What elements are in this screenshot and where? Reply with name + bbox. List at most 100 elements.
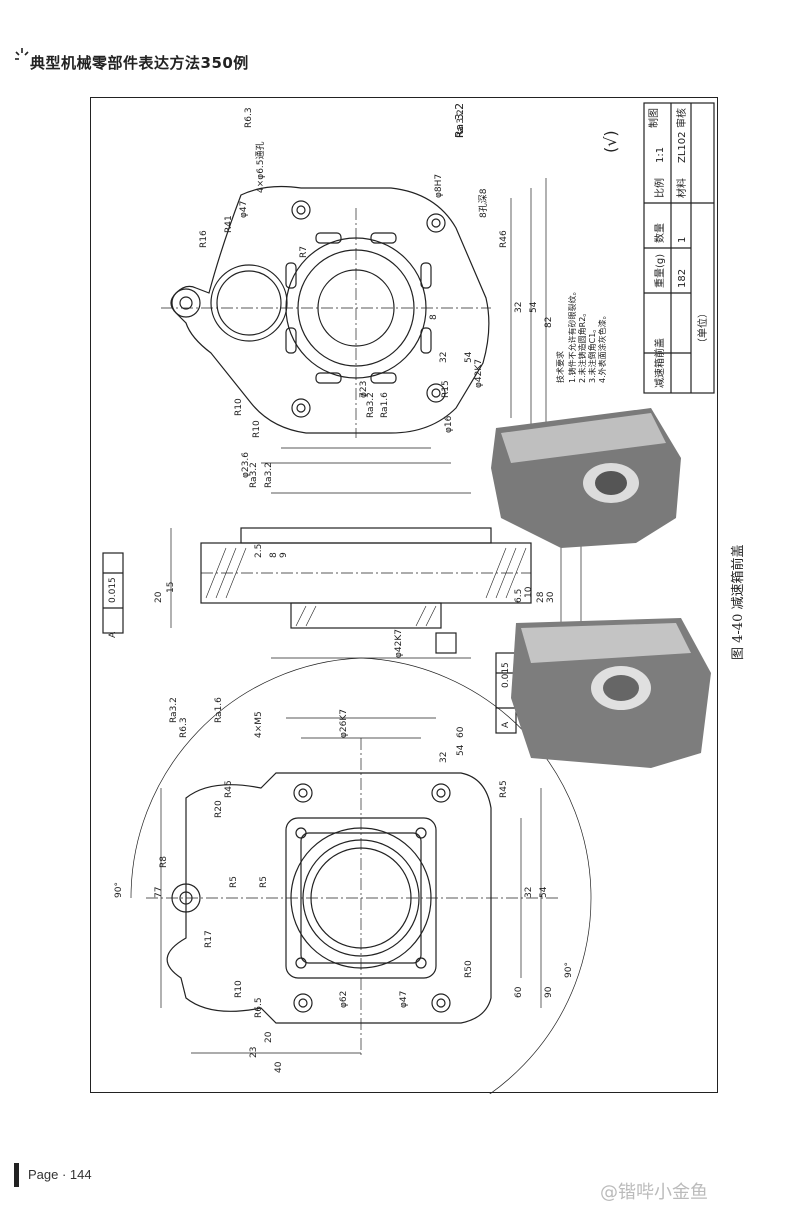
top-view-dims-label: R46: [499, 230, 509, 248]
figure-caption-outer: 图 4-40 减速箱前盖: [728, 470, 748, 670]
ratio-value: 1:1: [655, 147, 666, 163]
drawing-sheet: 减速箱前盖 比例 1:1 材料 ZL102 数量 1 重量(g) 182 （单位…: [90, 97, 718, 1139]
technical-drawing: [102, 102, 715, 1139]
top-view: [161, 178, 547, 464]
top-view-dims-label: 8孔深8: [478, 188, 489, 218]
front-view-dims-label: R8: [159, 856, 169, 868]
section-view-dims-label: 15: [166, 582, 176, 593]
tech-req-1: 1.铸件不允许有砂眼裂纹。: [567, 287, 577, 383]
front-view-dims-label: R6.3: [179, 717, 189, 738]
section-view-dims-label: φ42K7: [474, 359, 484, 388]
front-view-dims-label: 60: [514, 986, 524, 998]
top-view-dims-label: φ47: [239, 201, 249, 218]
part-name: 减速箱前盖: [653, 338, 666, 388]
footer-bar: [14, 1163, 19, 1187]
section-view-dims-label: Ra3.2: [264, 462, 274, 488]
front-view-dims-label: 32: [524, 887, 534, 898]
front-view-dims-label: φ62: [339, 991, 349, 1008]
top-view-dims-label: 7: [359, 392, 369, 398]
section-view-dims-label: 10: [524, 586, 534, 598]
front-view-dims-label: R6.5: [254, 997, 264, 1018]
section-view-dims-label: Ra1.6: [214, 697, 224, 723]
front-view-dims-label: 60: [456, 726, 466, 738]
tech-req-4: 4.外表面涂灰色漆。: [597, 311, 607, 383]
front-view-dims-label: 90: [544, 986, 554, 998]
drawn-label: 制图: [647, 108, 660, 128]
front-view-dims-label: R45: [499, 780, 509, 798]
section-view-dims-label: 0.015: [108, 577, 118, 603]
top-view-dims-label: R6.3: [244, 107, 254, 128]
front-view-dims-label: R5: [259, 876, 269, 888]
top-view-dims-label: 32: [514, 302, 524, 313]
top-view-dims-label: 54: [529, 301, 539, 313]
top-view-dims-label: R15: [441, 380, 451, 398]
figure-caption-text: 图 4-40 减速箱前盖: [730, 545, 746, 660]
top-view-dims-label: Ra 3.2: [456, 109, 466, 138]
top-view-dims-label: 82: [544, 317, 554, 328]
quantity-value: 1: [677, 237, 688, 243]
section-view-dims-label: A: [108, 631, 118, 638]
front-view-dims-label: 40: [274, 1061, 284, 1073]
burst-icon: [15, 48, 29, 60]
front-view-dims-label: 54: [539, 886, 549, 898]
material-label: 材料: [675, 178, 688, 198]
unit-label: （单位）: [696, 308, 709, 348]
front-view-dims-label: 90°: [564, 962, 574, 978]
front-view-dims-label: 32: [439, 752, 449, 763]
top-view-dims-label: R10: [252, 420, 262, 438]
ratio-label: 比例: [653, 178, 666, 198]
tech-req-3: 3.未注倒角C1。: [587, 325, 597, 383]
section-view-dims-label: 28: [536, 591, 546, 603]
section-view-dims-label: 6.5: [514, 589, 524, 603]
section-view-dims-label: φ26K7: [339, 709, 349, 738]
iso-render-1: [491, 408, 681, 548]
front-view-dims-label: 20: [264, 1031, 274, 1043]
section-view-dims-label: Ra3.2: [249, 462, 259, 488]
front-view-dims-label: 90°: [114, 882, 124, 898]
material-value: ZL102: [677, 131, 688, 163]
drawing-labels: 减速箱前盖 比例 1:1 材料 ZL102 数量 1 重量(g) 182 （单位…: [108, 103, 709, 1073]
tech-req-2: 2.未注铸造圆角R2。: [577, 309, 587, 383]
top-view-dims-label: R10: [234, 398, 244, 416]
top-view-dims-label: 32: [439, 352, 449, 363]
top-view-dims-label: φ16: [444, 415, 454, 433]
front-view-dims-label: R5: [229, 876, 239, 888]
top-view-dims-label: 8: [429, 314, 439, 320]
section-view-dims-label: φ23.6: [241, 452, 251, 478]
top-view-dims-label: R16: [199, 230, 209, 248]
section-view-dims-label: Ra3.2: [366, 392, 376, 418]
front-view-dims-label: 4×M5: [254, 711, 264, 738]
top-view-dims-label: 54: [464, 351, 474, 363]
section-view-dims-label: 8: [269, 552, 279, 558]
title-block-frame: [643, 102, 715, 394]
front-view-dims-label: R50: [464, 960, 474, 978]
section-view-dims-label: A: [501, 721, 511, 728]
book-title: 典型机械零部件表达方法350例: [30, 54, 249, 72]
front-view-dims-label: R45: [224, 780, 234, 798]
front-view-dims-label: 23: [249, 1047, 259, 1058]
iso-render-2: [511, 618, 711, 768]
section-view-dims-label: φ23: [359, 381, 369, 398]
front-view-dims-label: R17: [204, 930, 214, 948]
page-header: 典型机械零部件表达方法350例: [14, 40, 414, 80]
weight-label: 重量(g): [653, 254, 666, 288]
front-view-dims-label: 54: [456, 744, 466, 756]
front-view-dims-label: R20: [214, 800, 224, 818]
tech-req-title: 技术要求: [555, 351, 565, 383]
section-view-dims-label: 2.5: [254, 544, 264, 558]
top-view-dims-label: R41: [224, 215, 234, 233]
section-view-dims-label: Ra1.6: [380, 392, 390, 418]
section-view-dims-label: 30: [546, 591, 556, 603]
front-view-dims-label: φ47: [399, 991, 409, 1008]
section-view-dims-label: Ra3.2: [169, 697, 179, 723]
section-view: [102, 492, 582, 734]
roughness-top-right: Ra 3.2: [453, 103, 466, 138]
front-view-dims-label: R10: [234, 980, 244, 998]
top-view-dims-label: φ8H7: [434, 174, 444, 198]
section-view-dims-label: 0.015: [501, 662, 511, 688]
front-view-dims-label: 77: [154, 887, 164, 898]
section-view-dims-label: φ42K7: [394, 629, 404, 658]
quantity-label: 数量: [653, 223, 666, 243]
page-number: Page · 144: [28, 1167, 92, 1182]
checked-label: 审核: [675, 108, 688, 128]
